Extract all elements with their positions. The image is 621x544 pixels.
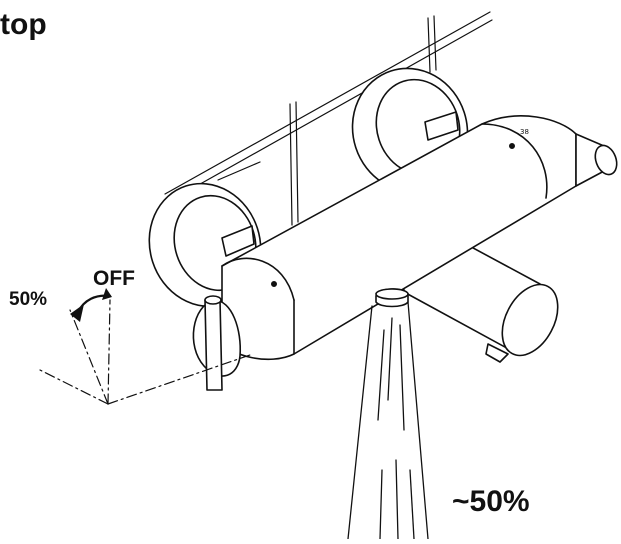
control-handle (192, 295, 242, 391)
rotation-arrow-icon (70, 288, 112, 322)
off-label: OFF (93, 267, 135, 290)
rotation-angle-indicator (39, 299, 251, 405)
page-title: top (0, 8, 47, 41)
wall-tiles (164, 11, 493, 226)
outlet (375, 288, 409, 308)
svg-text:38: 38 (520, 128, 529, 136)
flow-percent-label: ~50% (452, 485, 530, 518)
rotation-percent-label: 50% (9, 289, 48, 310)
water-stream (347, 301, 429, 540)
thermostat-knob (575, 133, 618, 187)
